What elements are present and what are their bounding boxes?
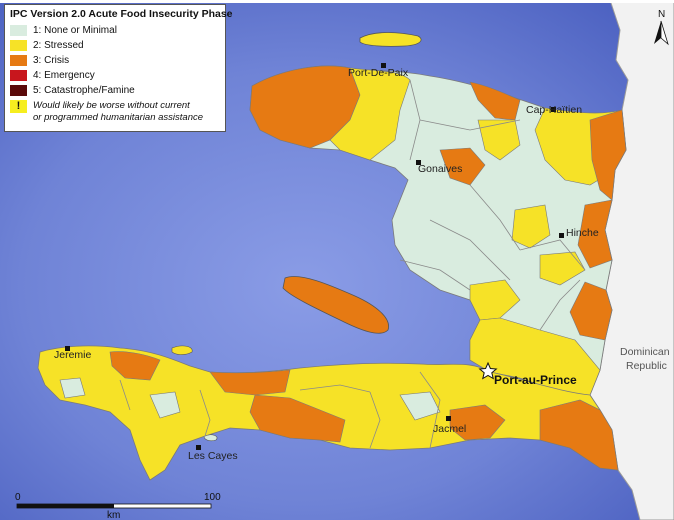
jeremie-crisis-zone: [109, 351, 161, 381]
jacmel-crisis-zone: [449, 404, 506, 441]
legend-item-famine: 5: Catastrophe/Famine: [10, 83, 220, 98]
central-stressed-zone-1: [477, 119, 521, 161]
legend-label: 4: Emergency: [33, 70, 95, 81]
scale-start-label: 0: [15, 492, 21, 503]
gonave-island: [282, 276, 389, 334]
legend-item-emergency: 4: Emergency: [10, 68, 220, 83]
legend-label: 3: Crisis: [33, 55, 70, 66]
scale-bar: 0 100 km: [15, 492, 221, 520]
legend-label: 5: Catastrophe/Famine: [33, 85, 135, 96]
legend-label: 1: None or Minimal: [33, 25, 117, 36]
north-central-crisis-zone: [469, 81, 521, 121]
scale-end-label: 100: [204, 492, 221, 503]
south-crisis-zone-2: [249, 394, 346, 443]
scale-unit-label: km: [107, 510, 120, 520]
tortuga-island: [359, 32, 422, 47]
legend-note-line1: Would likely be worse without current: [33, 100, 190, 111]
central-stressed-zone-2: [511, 204, 551, 249]
legend: IPC Version 2.0 Acute Food Insecurity Ph…: [4, 4, 233, 132]
southeast-coast-crisis-zone: [539, 399, 619, 471]
gonaives-marker: [416, 160, 421, 165]
cap-haitien-marker: [551, 107, 556, 112]
legend-item-crisis: 3: Crisis: [10, 53, 220, 68]
scale-bar-filled: [17, 504, 114, 508]
port-de-paix-marker: [381, 63, 386, 68]
legend-note: ! Would likely be worse without current …: [10, 100, 220, 124]
legend-swatch-famine: [10, 85, 27, 96]
gonaives-crisis-zone: [439, 147, 486, 186]
cayemites-islands: [171, 345, 193, 355]
legend-item-stressed: 2: Stressed: [10, 38, 220, 53]
jacmel-label: Jacmel: [433, 423, 466, 435]
gonaives-label: Gonaives: [418, 163, 462, 175]
ile-a-vache: [203, 434, 218, 442]
east-crisis-zone: [577, 199, 613, 269]
south-minimal-zone-1: [149, 391, 181, 419]
south-minimal-zone-2: [399, 391, 441, 421]
south-minimal-zone-3: [59, 377, 86, 399]
north-arrow-icon: [654, 21, 661, 44]
northwest-crisis-zone: [249, 65, 361, 149]
legend-swatch-crisis: [10, 55, 27, 66]
east-stressed-zone: [539, 251, 586, 286]
les-cayes-label: Les Cayes: [188, 450, 238, 462]
exclamation-icon: !: [10, 100, 27, 113]
hinche-marker: [559, 233, 564, 238]
southeast-crisis-zone: [569, 281, 613, 341]
south-crisis-zone-1: [209, 369, 291, 396]
city-markers: [65, 63, 564, 450]
legend-item-minimal: 1: None or Minimal: [10, 23, 220, 38]
legend-note-line2: or programmed humanitarian assistance: [33, 112, 204, 123]
legend-swatch-minimal: [10, 25, 27, 36]
dominican-republic-label-line1: Dominican: [620, 346, 670, 358]
north-arrow-icon-half: [660, 20, 669, 46]
legend-note-text: Would likely be worse without current or…: [33, 100, 203, 124]
northeast-crisis-zone: [589, 109, 627, 201]
north-arrow: N: [654, 9, 669, 46]
legend-title: IPC Version 2.0 Acute Food Insecurity Ph…: [10, 8, 233, 20]
hinche-label: Hinche: [566, 227, 599, 239]
port-de-paix-label: Port-De-Paix: [348, 67, 409, 79]
port-au-prince-capital-star: [478, 361, 498, 380]
dominican-republic-label-line2: Republic: [626, 360, 667, 372]
jeremie-label: Jeremie: [54, 349, 92, 361]
legend-swatch-stressed: [10, 40, 27, 51]
cap-haitien-label: Cap-Haïtien: [526, 104, 582, 116]
top-strip: [0, 0, 674, 3]
department-boundaries: [119, 79, 586, 449]
legend-swatch-emergency: [10, 70, 27, 81]
les-cayes-marker: [196, 445, 201, 450]
jacmel-marker: [446, 416, 451, 421]
legend-label: 2: Stressed: [33, 40, 84, 51]
north-arrow-letter: N: [658, 9, 665, 20]
jeremie-marker: [65, 346, 70, 351]
port-au-prince-label: Port-au-Prince: [494, 373, 577, 387]
north-stressed-zone: [329, 67, 411, 161]
